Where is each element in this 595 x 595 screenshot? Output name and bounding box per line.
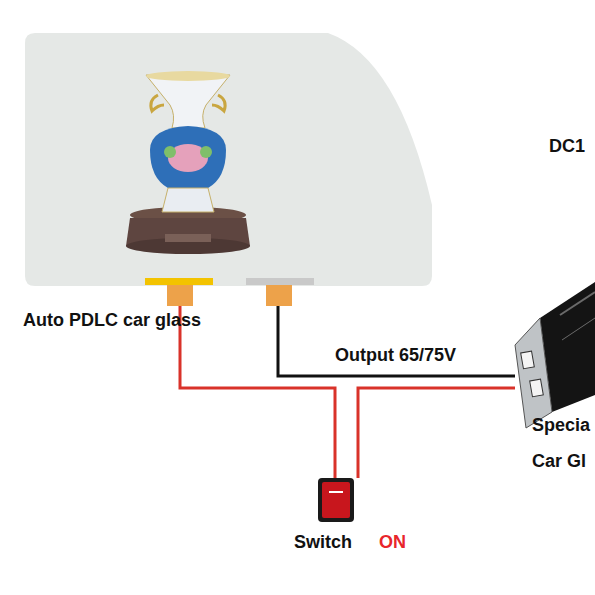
glass-pane (25, 33, 432, 286)
switch-label: Switch (294, 532, 352, 553)
inverter-node: Specia Car Gl (515, 270, 595, 475)
switch-symbol (318, 478, 354, 522)
wire (278, 306, 515, 376)
electrode-bar (246, 278, 314, 285)
inverter-image (515, 282, 595, 428)
wire-label: Output 65/75V (335, 345, 456, 366)
vase-image (126, 71, 250, 254)
wire (358, 388, 515, 478)
electrode-tab (167, 285, 193, 306)
glass-node: Auto PDLC car glass (25, 33, 433, 306)
glass-heading: Auto PDLC car glass (23, 310, 201, 331)
switch-node: Switch ON (290, 478, 420, 558)
input-label: DC1 (549, 136, 585, 157)
electrode-bar (145, 278, 213, 285)
wire (180, 306, 335, 478)
inverter-label: Specia Car Gl (532, 407, 594, 479)
electrode-tab (266, 285, 292, 306)
switch-state: ON (379, 532, 406, 553)
